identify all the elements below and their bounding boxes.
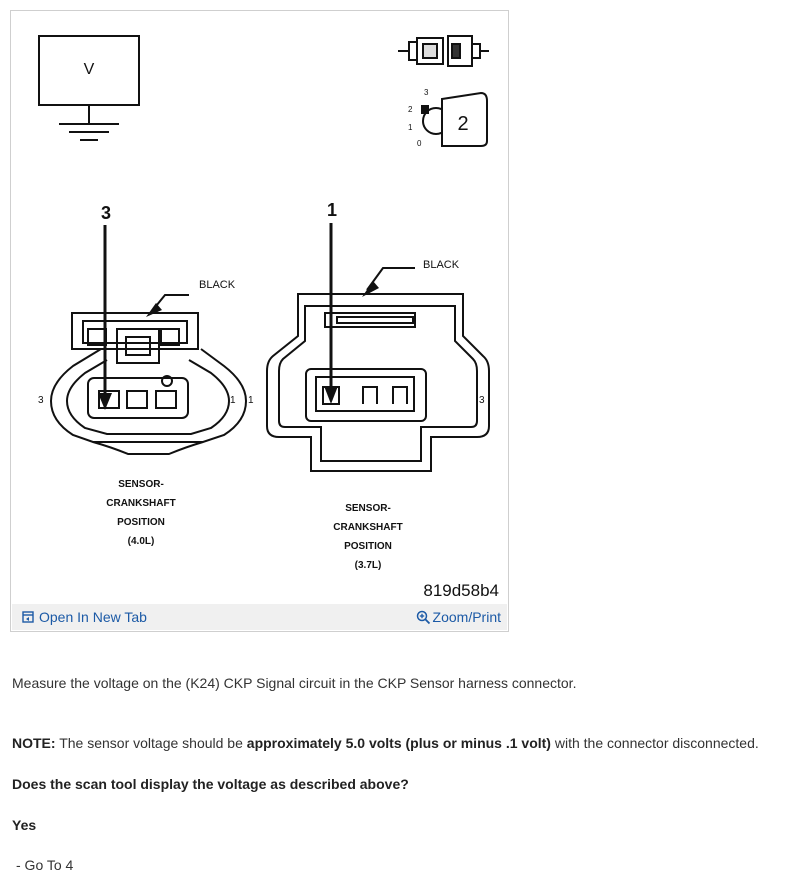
svg-text:SENSOR-: SENSOR-	[345, 503, 391, 514]
svg-text:1: 1	[408, 123, 413, 132]
left-probe-pin: 3	[101, 203, 111, 223]
external-link-icon	[22, 611, 34, 623]
svg-text:3: 3	[38, 395, 44, 406]
figure-toolbar: Open In New Tab Zoom/Print	[12, 604, 507, 630]
zoom-in-icon	[416, 610, 430, 624]
answer-yes: Yes	[12, 817, 37, 833]
svg-text:CRANKSHAFT: CRANKSHAFT	[106, 498, 175, 509]
note-voltage: approximately 5.0 volts (plus or minus .…	[246, 735, 551, 751]
voltmeter-icon	[38, 35, 140, 141]
diagram-figure: V 3 2 1 0 2	[10, 10, 509, 632]
connector-diagram: V 3 2 1 0 2	[38, 35, 499, 600]
left-connector-caption: SENSOR- CRANKSHAFT POSITION (4.0L)	[106, 479, 175, 547]
figure-id: 819d58b4	[423, 581, 499, 600]
right-connector-caption: SENSOR- CRANKSHAFT POSITION (3.7L)	[333, 503, 402, 571]
svg-text:3: 3	[424, 88, 429, 97]
right-color-label: BLACK	[423, 259, 460, 271]
zoom-print-link[interactable]: Zoom/Print	[416, 609, 501, 625]
goto-step-link[interactable]: - Go To 4	[16, 857, 74, 873]
right-probe-pin: 1	[327, 200, 337, 220]
open-in-new-tab-label: Open In New Tab	[39, 609, 147, 625]
svg-text:1: 1	[248, 395, 254, 406]
question-text: Does the scan tool display the voltage a…	[12, 776, 409, 792]
rotary-position: 2	[457, 113, 468, 135]
svg-text:POSITION: POSITION	[344, 541, 392, 552]
right-connector	[266, 293, 490, 472]
rotary-switch-icon: 3 2 1 0 2	[408, 88, 488, 148]
instruction-text: Measure the voltage on the (K24) CKP Sig…	[12, 675, 577, 691]
connector-unplugged-icon	[398, 35, 489, 67]
svg-text:POSITION: POSITION	[117, 517, 165, 528]
svg-text:SENSOR-: SENSOR-	[118, 479, 164, 490]
svg-text:2: 2	[408, 105, 413, 114]
svg-text:3: 3	[479, 395, 485, 406]
svg-text:CRANKSHAFT: CRANKSHAFT	[333, 522, 402, 533]
svg-text:(4.0L): (4.0L)	[128, 536, 155, 547]
svg-text:0: 0	[417, 139, 422, 148]
open-in-new-tab-link[interactable]: Open In New Tab	[22, 609, 147, 625]
svg-text:(3.7L): (3.7L)	[355, 560, 382, 571]
left-connector	[49, 312, 248, 455]
svg-text:1: 1	[230, 395, 236, 406]
meter-label: V	[84, 61, 95, 78]
note-label: NOTE:	[12, 735, 56, 751]
left-color-label: BLACK	[199, 279, 236, 291]
zoom-print-label: Zoom/Print	[432, 609, 501, 625]
note-paragraph: NOTE: The sensor voltage should be appro…	[12, 735, 759, 751]
